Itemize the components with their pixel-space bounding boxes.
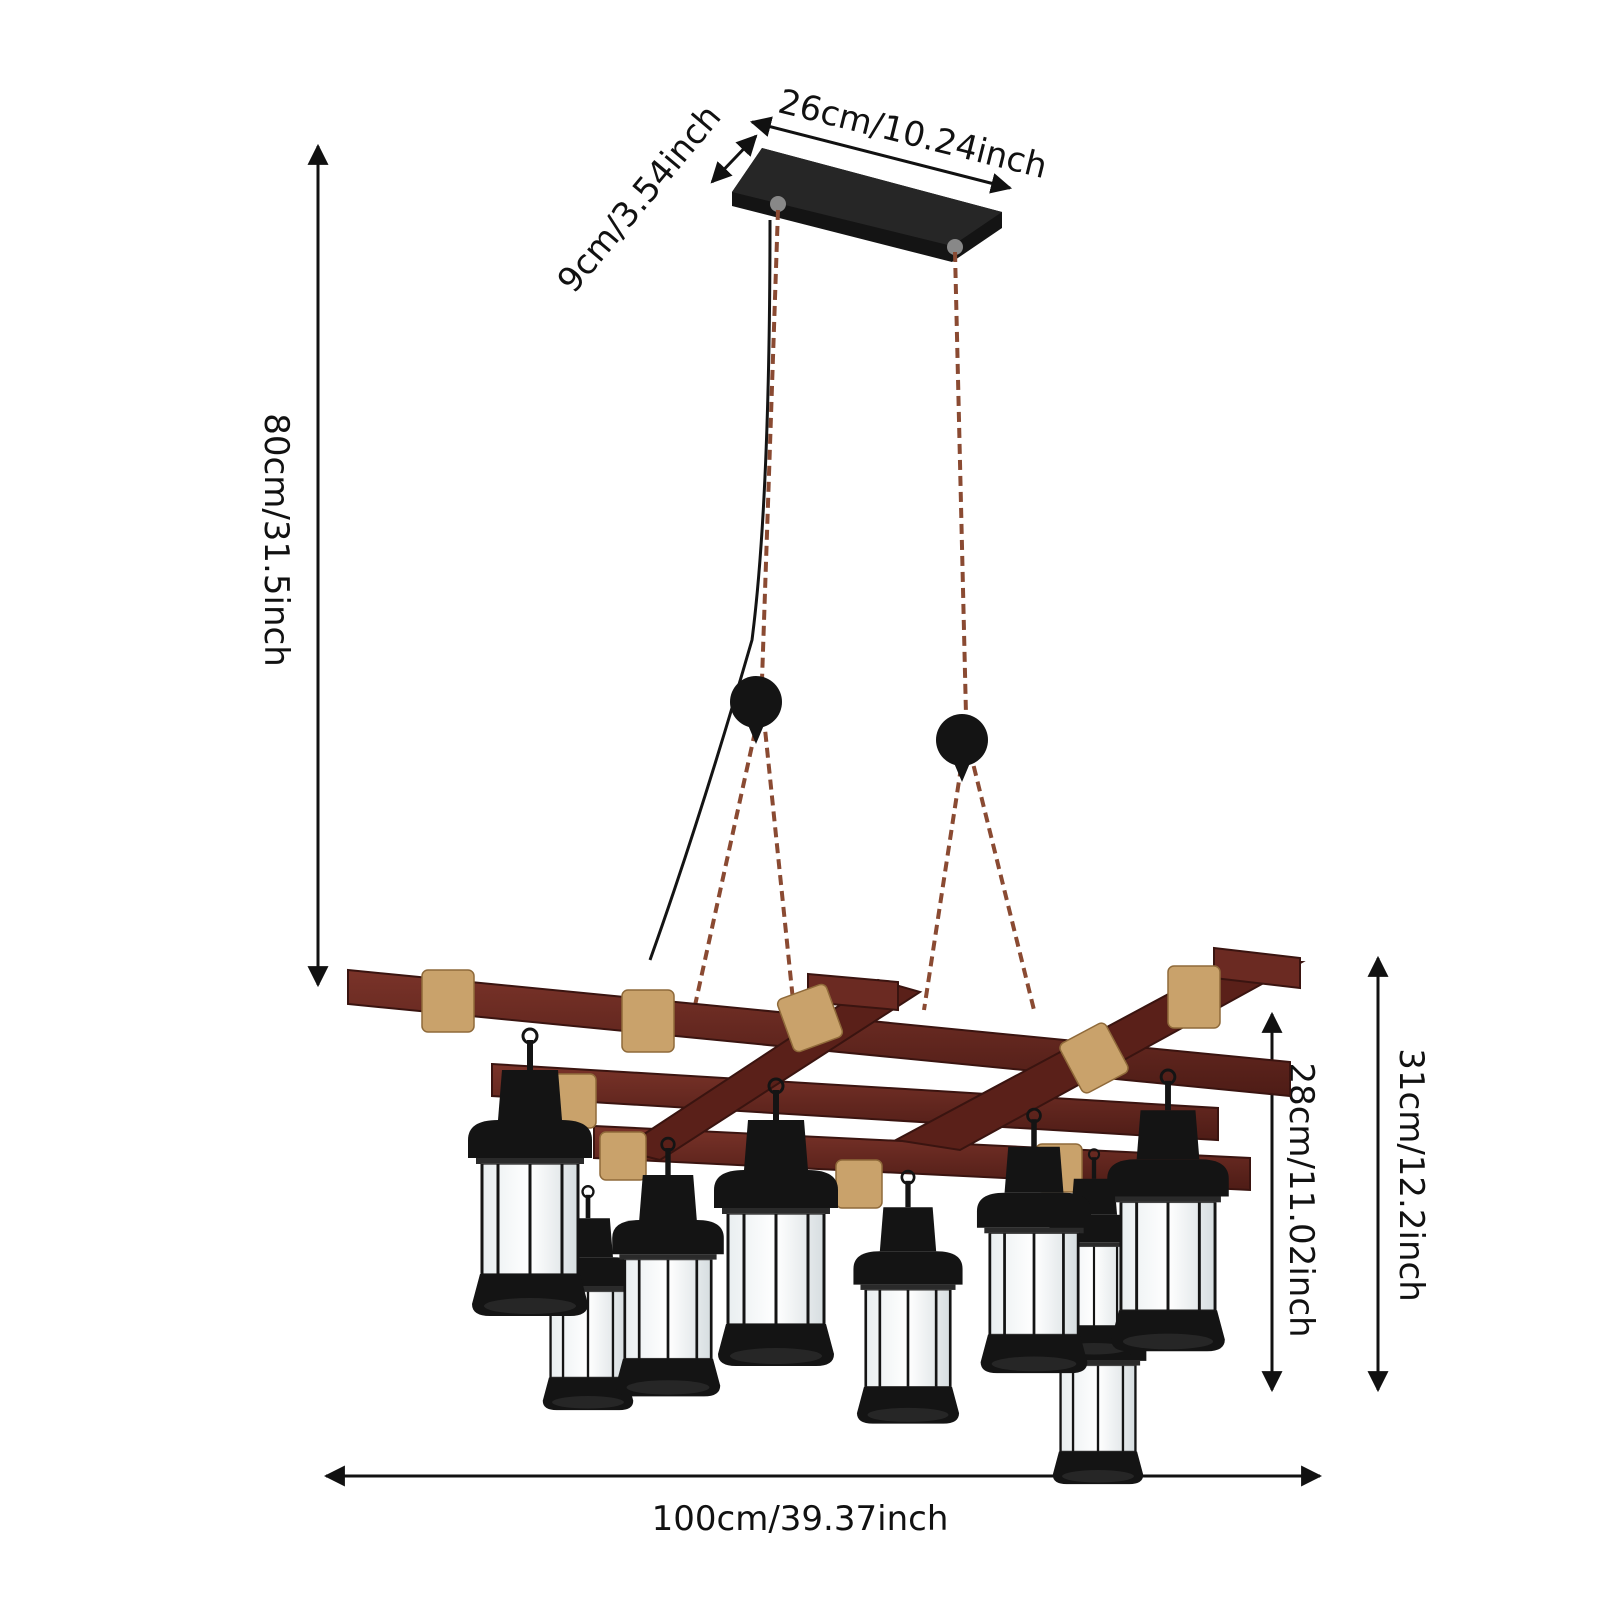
ceiling-canopy xyxy=(732,148,1002,262)
suspension-chains xyxy=(648,209,1036,1011)
label-overall-width: 100cm/39.37inch xyxy=(652,1499,949,1539)
dimension-labels: 26cm/10.24inch 9cm/3.54inch 80cm/31.5inc… xyxy=(256,82,1431,1539)
label-lamp-height: 31cm/12.2inch xyxy=(1391,1048,1431,1301)
dim-line-canopy-width xyxy=(749,116,1013,194)
label-overall-height: 80cm/31.5inch xyxy=(256,413,296,666)
dim-line-canopy-depth xyxy=(710,134,758,184)
dimension-lines xyxy=(307,116,1389,1487)
label-frame-height: 28cm/11.02inch xyxy=(1281,1062,1321,1337)
chain-hubs xyxy=(730,676,988,782)
chandelier-illustration xyxy=(347,148,1306,1486)
label-canopy-depth: 9cm/3.54inch xyxy=(550,97,730,300)
